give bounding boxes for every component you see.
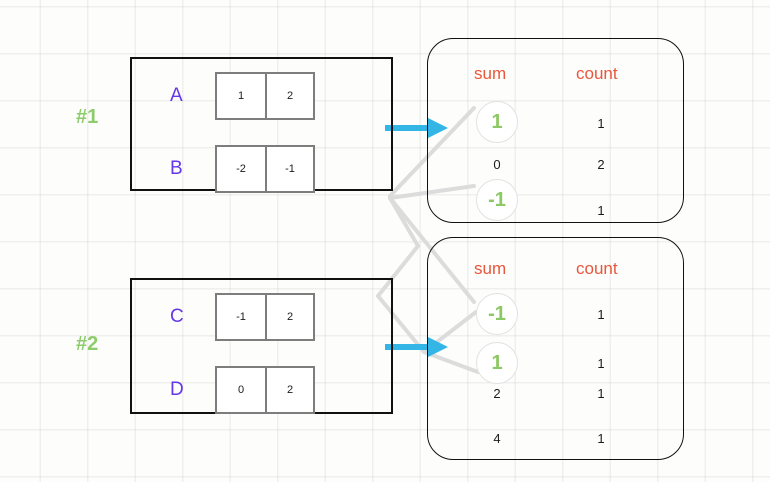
panel-2-sum-2: 2	[493, 386, 501, 401]
panel-2-count-1: 1	[597, 356, 605, 371]
panel-2-sum-1-highlight: 1	[476, 342, 518, 384]
panel-2-count-0: 1	[597, 307, 605, 322]
cell-a-1: 2	[265, 74, 313, 118]
panel-2-count-3: 1	[597, 431, 605, 446]
cell-a-0: 1	[237, 90, 245, 102]
cell-pair-c: -1 2	[215, 293, 315, 341]
panel-2-header-count: count	[576, 259, 618, 278]
aggregate-panel-1: sum count 1 1 0 2 -1 1	[427, 38, 684, 223]
cell-b-1: -1	[265, 147, 313, 191]
panel-2-sum-3: 4	[493, 431, 501, 446]
cell-d-0: 0	[237, 384, 245, 396]
panel-1-header-sum: sum	[474, 64, 507, 83]
section-tag-1: #1	[76, 106, 99, 128]
panel-1-sum-1: 0	[493, 157, 501, 172]
aggregate-panel-2: sum count -1 1 1 1 2 1 4 1	[427, 237, 684, 460]
panel-1-header-count: count	[576, 64, 618, 83]
group-box-2: C -1 2 D 0 2	[130, 278, 393, 414]
cell-pair-d: 0 2	[215, 366, 315, 414]
cell-d-1: 2	[265, 368, 313, 412]
section-tag-2: #2	[76, 333, 99, 355]
panel-1-count-1: 2	[597, 157, 605, 172]
panel-1-count-0: 1	[597, 116, 605, 131]
cell-c-0: -1	[236, 311, 246, 323]
row-label-d: D	[170, 379, 184, 400]
row-label-a: A	[170, 85, 183, 106]
panel-1-sum-0-highlight: 1	[476, 101, 518, 143]
cell-pair-b: -2 -1	[215, 145, 315, 193]
row-label-b: B	[170, 158, 183, 179]
panel-2-count-2: 1	[597, 386, 605, 401]
panel-2-header-sum: sum	[474, 259, 507, 278]
panel-1-sum-2-highlight: -1	[476, 179, 518, 221]
cell-pair-a: 1 2	[215, 72, 315, 120]
group-box-1: A 1 2 B -2 -1	[130, 57, 393, 193]
cell-c-1: 2	[265, 295, 313, 339]
row-label-c: C	[170, 306, 184, 327]
panel-2-sum-0-highlight: -1	[476, 293, 518, 335]
connector-mid-down	[388, 196, 420, 248]
panel-1-count-2: 1	[597, 203, 605, 218]
cell-b-0: -2	[236, 163, 246, 175]
